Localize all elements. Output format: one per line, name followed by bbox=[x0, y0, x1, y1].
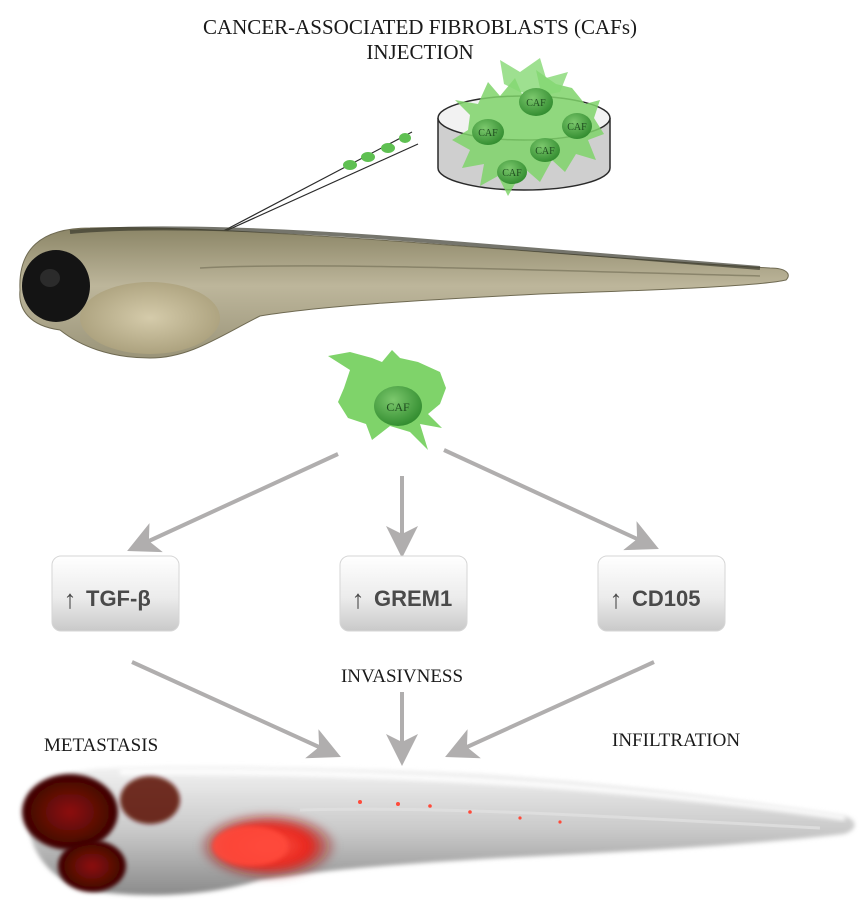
marker-label: GREM1 bbox=[374, 586, 452, 611]
marker-label: TGF-β bbox=[86, 586, 151, 611]
marker-box-grem1: ↑ GREM1 bbox=[340, 556, 467, 631]
marker-label: CD105 bbox=[632, 586, 700, 611]
petri-dish: CAF CAF CAF CAF CAF bbox=[438, 58, 610, 196]
larva-eye bbox=[22, 250, 90, 322]
title-line-2: INJECTION bbox=[366, 40, 473, 64]
caf-label: CAF bbox=[386, 400, 410, 414]
dish-caf-label: CAF bbox=[478, 128, 498, 139]
dish-caf-label: CAF bbox=[567, 122, 587, 133]
arrow-to-cd105 bbox=[444, 450, 648, 544]
injection-needle bbox=[210, 132, 418, 238]
outcome-invasiveness: INVASIVNESS bbox=[341, 666, 463, 687]
arrow-from-tgfb bbox=[132, 662, 330, 752]
dish-caf-label: CAF bbox=[526, 98, 546, 109]
marker-box-cd105: ↑ CD105 bbox=[598, 556, 725, 631]
marker-arrow: ↑ bbox=[352, 584, 365, 614]
outcome-infiltration: INFILTRATION bbox=[612, 730, 740, 751]
arrow-to-tgfb bbox=[138, 454, 338, 546]
marker-box-tgfb: ↑ TGF-β bbox=[52, 556, 179, 631]
zebrafish-larva bbox=[20, 228, 788, 358]
marker-arrow: ↑ bbox=[64, 584, 77, 614]
dish-caf-label: CAF bbox=[502, 168, 522, 179]
dish-caf-label: CAF bbox=[535, 146, 555, 157]
fluorescent-larva bbox=[22, 766, 855, 895]
fluorescence-head bbox=[22, 774, 118, 850]
arrows-to-markers bbox=[138, 450, 648, 546]
fluorescence-head-lower bbox=[58, 840, 126, 892]
outcome-metastasis: METASTASIS bbox=[44, 735, 158, 756]
marker-arrow: ↑ bbox=[610, 584, 623, 614]
title-line-1: CANCER-ASSOCIATED FIBROBLASTS (CAFs) bbox=[203, 15, 637, 39]
caf-cell: CAF bbox=[328, 350, 446, 450]
